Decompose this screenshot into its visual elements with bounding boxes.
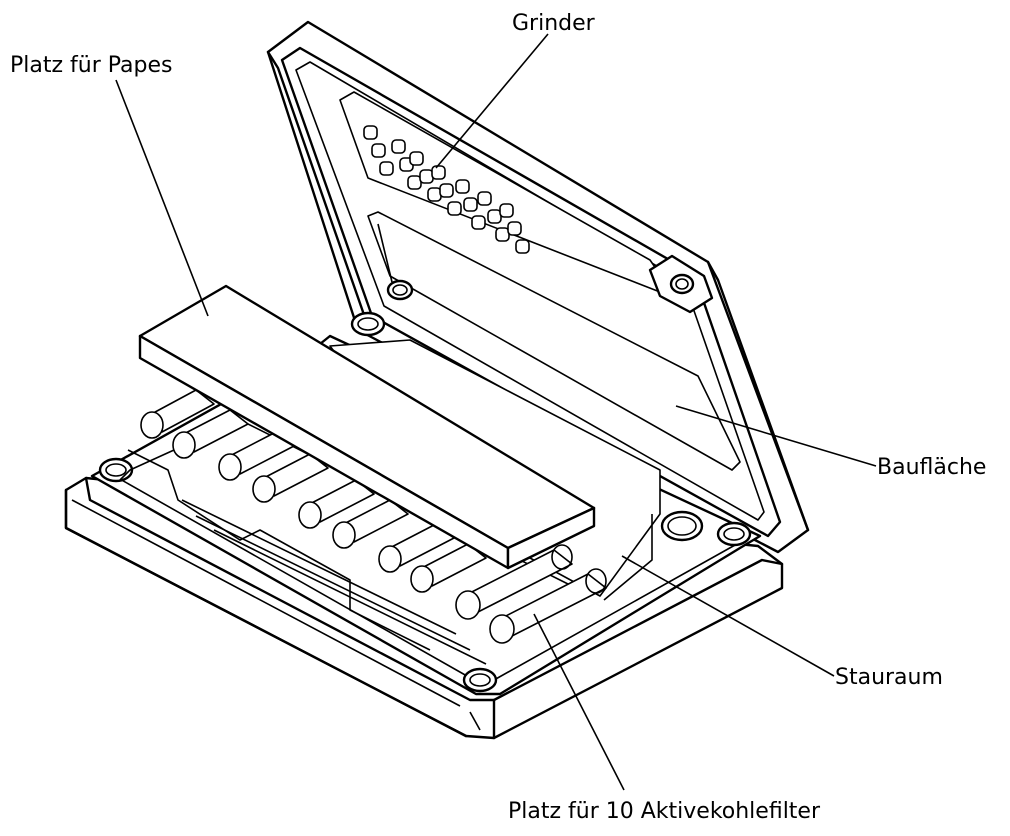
filters	[140, 389, 607, 665]
base-screw-front-left	[98, 457, 134, 483]
leader-grinder	[435, 33, 549, 169]
filter-4	[252, 475, 276, 503]
base-screw-front-right	[462, 667, 498, 693]
label-grinder: Grinder	[512, 11, 596, 36]
filter-9	[455, 590, 481, 620]
filter-10	[489, 614, 515, 644]
base	[64, 284, 784, 740]
leader-papes	[115, 79, 209, 317]
label-papes: Platz für Papes	[10, 53, 172, 78]
papes-slab	[138, 284, 596, 570]
leader-bauflaeche	[675, 405, 877, 467]
lid	[266, 20, 810, 554]
label-stauraum: Stauraum	[835, 665, 943, 690]
filter-7	[378, 545, 402, 573]
lid-screw-left	[386, 279, 414, 301]
leader-lines	[115, 33, 877, 791]
label-bauflaeche: Baufläche	[877, 455, 986, 480]
lid-screw-right	[669, 273, 695, 295]
base-screw-back-left	[350, 311, 386, 337]
labels: Grinder Platz für Papes Baufläche Staura…	[10, 11, 986, 824]
filter-3	[218, 453, 242, 481]
filter-6	[332, 521, 356, 549]
leader-stauraum	[621, 555, 835, 677]
label-filter: Platz für 10 Aktivekohlefilter	[508, 799, 821, 824]
filter-1	[140, 411, 164, 439]
papes-slab-side	[506, 506, 596, 570]
filter-2	[172, 431, 196, 459]
leader-filter	[533, 613, 625, 791]
grinder-teeth	[363, 125, 530, 254]
filter-8	[410, 565, 434, 593]
filter-5	[298, 501, 322, 529]
base-screw-back-right	[716, 521, 752, 547]
